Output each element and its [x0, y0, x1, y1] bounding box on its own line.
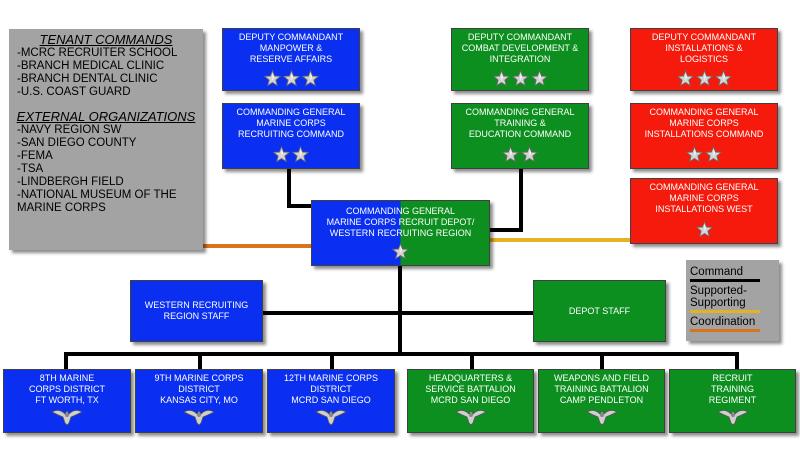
eagle-insignia-icon	[268, 406, 394, 429]
external-item: -NAVY REGION SW	[17, 124, 122, 136]
tenant-commands-panel: TENANT COMMANDS -MCRC RECRUITER SCHOOL -…	[9, 29, 203, 250]
cg-installations-label: COMMANDING GENERAL MARINE CORPS INSTALLA…	[644, 107, 764, 139]
tenant-item: -U.S. COAST GUARD	[17, 86, 131, 98]
tenant-commands-title: TENANT COMMANDS	[39, 32, 173, 47]
supported-supporting-line	[490, 238, 630, 242]
star-group	[631, 221, 777, 241]
tenant-item: -BRANCH DENTAL CLINIC	[17, 73, 158, 85]
external-item: -NATIONAL MUSEUM OF THE MARINE CORPS	[17, 189, 177, 214]
command-line-training	[519, 168, 523, 232]
recruit-training-label: RECRUIT TRAINING REGIMENT	[708, 373, 757, 405]
general-star-icon	[686, 146, 703, 163]
star-group	[223, 70, 359, 90]
dc-manpower-label: DEPUTY COMMANDANT MANPOWER & RESERVE AFF…	[238, 32, 344, 64]
eagle-insignia-icon	[408, 406, 533, 429]
external-item: -FEMA	[17, 150, 53, 162]
general-star-icon	[695, 70, 713, 87]
star-group	[631, 70, 777, 90]
drop-district-9	[198, 352, 202, 369]
general-star-icon	[263, 70, 281, 87]
dc-manpower-box: DEPUTY COMMANDANT MANPOWER & RESERVE AFF…	[222, 28, 360, 91]
general-star-icon	[301, 70, 319, 87]
general-star-icon	[492, 70, 510, 87]
cg-inst-west-label: COMMANDING GENERAL MARINE CORPS INSTALLA…	[649, 182, 759, 214]
general-star-icon	[705, 146, 722, 163]
eagle-insignia-icon	[4, 406, 130, 429]
general-star-icon	[714, 70, 732, 87]
star-group	[223, 146, 359, 166]
general-star-icon	[521, 146, 538, 163]
depot-staff-box: DEPOT STAFF	[533, 280, 666, 342]
external-organizations-title: EXTERNAL ORGANIZATIONS	[16, 109, 196, 124]
cg-recruiting-box: COMMANDING GENERAL MARINE CORPS RECRUITI…	[222, 103, 360, 169]
depot-staff-label: DEPOT STAFF	[568, 306, 631, 316]
command-line-depot-down	[398, 265, 402, 356]
hq-service-label: HEADQUARTERS & SERVICE BATTALION MCRD SA…	[425, 373, 516, 405]
general-star-icon	[676, 70, 694, 87]
command-line-recruiting	[287, 168, 291, 208]
drop-weapons-field	[600, 352, 604, 369]
legend-command-swatch	[690, 279, 760, 282]
external-item: -TSA	[17, 163, 44, 175]
district-9-label: 9TH MARINE CORPS DISTRICT KANSAS CITY, M…	[154, 373, 244, 405]
general-star-icon	[392, 243, 409, 260]
command-line-training-h	[490, 228, 523, 232]
general-star-icon	[282, 70, 300, 87]
drop-district-8	[64, 352, 68, 369]
tenant-item: -MCRC RECRUITER SCHOOL	[17, 47, 178, 59]
hq-service-box: HEADQUARTERS & SERVICE BATTALION MCRD SA…	[407, 369, 534, 433]
coordination-line	[203, 244, 311, 248]
dc-installations-box: DEPUTY COMMANDANT INSTALLATIONS & LOGIST…	[630, 28, 778, 91]
district-8-label: 8TH MARINE CORPS DISTRICT FT WORTH, TX	[28, 373, 105, 405]
cg-training-box: COMMANDING GENERAL TRAINING & EDUCATION …	[451, 103, 589, 169]
wrr-staff-label: WESTERN RECRUITING REGION STAFF	[144, 300, 249, 321]
command-line-staff	[262, 311, 534, 315]
external-item: -LINDBERGH FIELD	[17, 176, 124, 188]
star-group	[452, 70, 588, 90]
dc-combat-box: DEPUTY COMMANDANT COMBAT DEVELOPMENT & I…	[451, 28, 589, 91]
drop-recruit-training	[735, 352, 739, 369]
drop-hq-service	[470, 352, 474, 369]
legend-coordination-label: Coordination	[690, 316, 756, 328]
general-star-icon	[292, 146, 309, 163]
district-8-box: 8TH MARINE CORPS DISTRICT FT WORTH, TX	[3, 369, 131, 433]
command-line-bottom-bus	[64, 352, 739, 356]
cg-recruiting-label: COMMANDING GENERAL MARINE CORPS RECRUITI…	[236, 107, 346, 139]
external-item: -SAN DIEGO COUNTY	[17, 137, 137, 149]
legend-supported-label: Supported- Supporting	[690, 285, 747, 309]
legend: Command Supported- Supporting Coordinati…	[686, 260, 779, 341]
drop-district-12	[330, 352, 334, 369]
tenant-item: -BRANCH MEDICAL CLINIC	[17, 60, 165, 72]
recruit-training-box: RECRUIT TRAINING REGIMENT	[669, 369, 796, 433]
wrr-staff-box: WESTERN RECRUITING REGION STAFF	[130, 280, 263, 342]
star-group	[631, 146, 777, 166]
cg-depot-box: COMMANDING GENERAL MARINE CORPS RECRUIT …	[311, 200, 490, 266]
legend-supported-swatch	[690, 310, 760, 313]
weapons-field-box: WEAPONS AND FIELD TRAINING BATTALION CAM…	[538, 369, 665, 433]
cg-inst-west-box: COMMANDING GENERAL MARINE CORPS INSTALLA…	[630, 178, 778, 244]
star-group	[312, 243, 489, 263]
cg-training-label: COMMANDING GENERAL TRAINING & EDUCATION …	[465, 107, 575, 139]
general-star-icon	[530, 70, 548, 87]
general-star-icon	[502, 146, 519, 163]
cg-depot-label: COMMANDING GENERAL MARINE CORPS RECRUIT …	[326, 206, 475, 238]
general-star-icon	[273, 146, 290, 163]
district-12-label: 12TH MARINE CORPS DISTRICT MCRD SAN DIEG…	[283, 373, 379, 405]
district-9-box: 9TH MARINE CORPS DISTRICT KANSAS CITY, M…	[135, 369, 263, 433]
general-star-icon	[695, 221, 713, 238]
star-group	[452, 146, 588, 166]
legend-coordination-swatch	[690, 329, 760, 332]
cg-installations-box: COMMANDING GENERAL MARINE CORPS INSTALLA…	[630, 103, 778, 169]
district-12-box: 12TH MARINE CORPS DISTRICT MCRD SAN DIEG…	[267, 369, 395, 433]
dc-combat-label: DEPUTY COMMANDANT COMBAT DEVELOPMENT & I…	[461, 32, 579, 64]
eagle-insignia-icon	[670, 406, 795, 429]
general-star-icon	[511, 70, 529, 87]
dc-installations-label: DEPUTY COMMANDANT INSTALLATIONS & LOGIST…	[651, 32, 757, 64]
legend-command-label: Command	[690, 266, 744, 278]
weapons-field-label: WEAPONS AND FIELD TRAINING BATTALION CAM…	[553, 373, 650, 405]
command-line-recruiting-h	[287, 204, 312, 208]
eagle-insignia-icon	[136, 406, 262, 429]
eagle-insignia-icon	[539, 406, 664, 429]
